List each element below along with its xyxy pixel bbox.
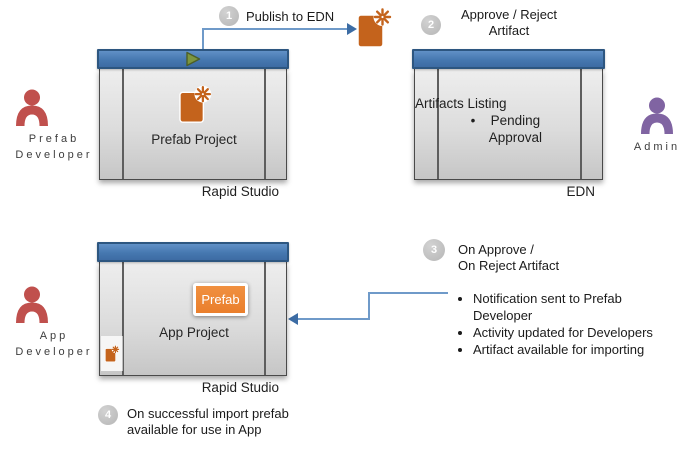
new-artifact-icon <box>357 8 392 48</box>
window-titlebar <box>97 49 289 69</box>
step-1-label: Publish to EDN <box>246 9 335 24</box>
panel-divider <box>437 69 439 179</box>
window-titlebar <box>412 49 605 69</box>
actor-label-line2: Developer <box>15 149 93 161</box>
bullet-icon: • <box>470 113 476 128</box>
actor-admin: Admin <box>605 97 700 155</box>
person-icon <box>16 89 48 126</box>
step-1-badge: 1 <box>219 6 239 26</box>
arrow-left-icon <box>288 313 298 325</box>
step-2-number: 2 <box>427 19 435 31</box>
actor-label: Prefab Developer <box>2 131 106 163</box>
actor-label-line2: Developer <box>15 346 93 358</box>
publish-connector-vertical <box>202 28 204 54</box>
window-body: Prefab Project <box>99 69 287 180</box>
project-label: App Project <box>159 325 229 340</box>
step-4-label: On successful import prefab available fo… <box>127 406 289 437</box>
step-3-number: 3 <box>430 244 438 256</box>
window-caption: EDN <box>566 184 595 199</box>
project-area: Prefab Project <box>124 69 264 179</box>
step-4-badge: 4 <box>98 405 118 425</box>
actor-label: App Developer <box>2 328 106 360</box>
artifacts-listing: Artifacts Listing • Pending Approval <box>415 95 602 146</box>
actor-label-line1: Admin <box>633 141 681 153</box>
person-icon <box>641 97 673 134</box>
actor-label-line1: Prefab <box>28 133 80 145</box>
step-1-number: 1 <box>225 10 233 22</box>
notes-list: Notification sent to Prefab Developer Ac… <box>455 290 678 358</box>
step-3-badge: 3 <box>423 239 445 261</box>
new-artifact-icon <box>179 85 212 123</box>
window-rapid-studio-top: Prefab Project Rapid Studio <box>97 49 289 199</box>
window-caption: Rapid Studio <box>201 380 279 395</box>
step-3-label: On Approve / On Reject Artifact <box>458 242 559 274</box>
panel-divider <box>122 69 124 179</box>
step-3-label-line1: On Approve / <box>458 242 534 257</box>
project-label: Prefab Project <box>151 132 237 147</box>
step-2-label-line1: Approve / Reject <box>460 7 558 22</box>
note-item: Activity updated for Developers <box>473 324 678 341</box>
project-area: Prefab App Project <box>124 262 264 375</box>
step-2-label-line2: Artifact <box>488 23 530 38</box>
panel-divider <box>264 69 266 179</box>
publish-connector-horizontal <box>202 28 348 30</box>
step-3-label-line2: On Reject Artifact <box>458 258 560 273</box>
imported-prefab-panel <box>101 336 123 371</box>
step-2-badge: 2 <box>421 15 441 35</box>
actor-label: Admin <box>605 139 700 155</box>
window-body: Artifacts Listing • Pending Approval <box>414 69 603 180</box>
window-rapid-studio-bottom: Prefab App Project Rapid Studio <box>97 242 289 395</box>
panel-divider <box>580 69 582 179</box>
artifacts-listing-title: Artifacts Listing <box>415 96 507 111</box>
prefab-button[interactable]: Prefab <box>193 283 248 316</box>
notify-connector-top <box>368 292 448 294</box>
note-item: Artifact available for importing <box>473 341 678 358</box>
notify-connector-bottom <box>298 318 370 320</box>
person-icon <box>16 286 48 323</box>
window-caption: Rapid Studio <box>201 184 279 199</box>
step-2-label: Approve / Reject Artifact <box>448 7 570 39</box>
panel-divider <box>264 262 266 375</box>
run-play-icon[interactable] <box>185 51 201 67</box>
arrow-right-icon <box>347 23 357 35</box>
step-4-number: 4 <box>104 409 112 421</box>
new-artifact-icon <box>104 345 120 363</box>
actor-label-line1: App <box>39 330 69 342</box>
notify-connector-vertical <box>368 292 370 320</box>
actor-prefab-developer: Prefab Developer <box>2 89 106 163</box>
panel-divider <box>122 262 124 375</box>
note-item: Notification sent to Prefab Developer <box>473 290 678 324</box>
window-titlebar <box>97 242 289 262</box>
actor-app-developer: App Developer <box>2 286 106 360</box>
window-edn: Artifacts Listing • Pending Approval EDN <box>412 49 605 199</box>
window-body: Prefab App Project <box>99 262 287 376</box>
artifacts-listing-item: • Pending Approval <box>470 113 542 145</box>
